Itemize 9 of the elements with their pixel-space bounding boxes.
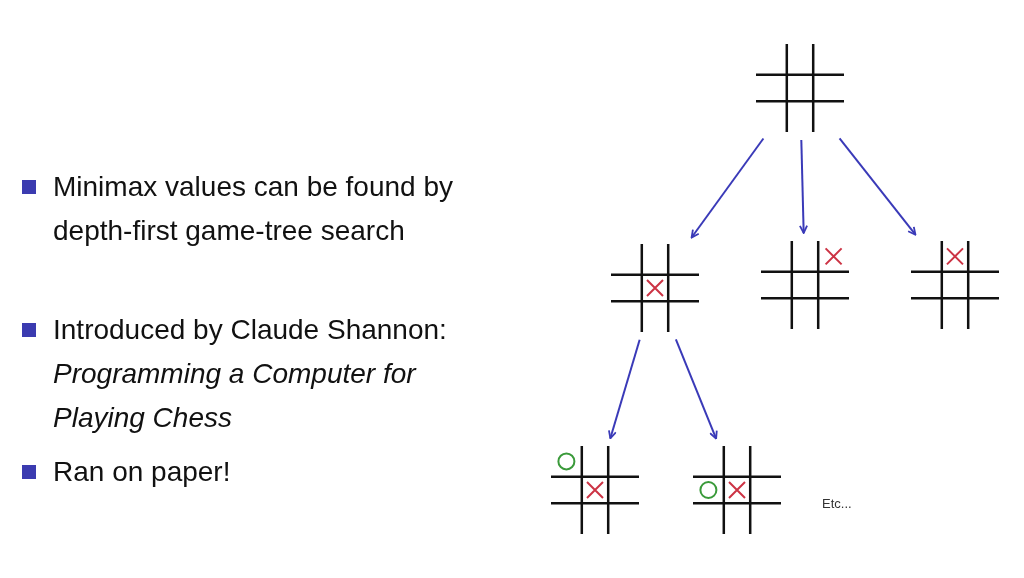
note-text: Etc... [822, 496, 852, 511]
bullet-text: Introduced by Claude Shannon: Programming a Computer for Playing Chess [53, 313, 448, 435]
arrow [799, 139, 808, 234]
arrow [608, 338, 641, 440]
arrow [690, 137, 765, 239]
bullet-text: Minimax values can be found by depth-first game-tree search [53, 170, 454, 248]
arrow [838, 137, 917, 236]
bullet-text: Ran on paper! [53, 455, 232, 489]
arrow [674, 338, 718, 440]
